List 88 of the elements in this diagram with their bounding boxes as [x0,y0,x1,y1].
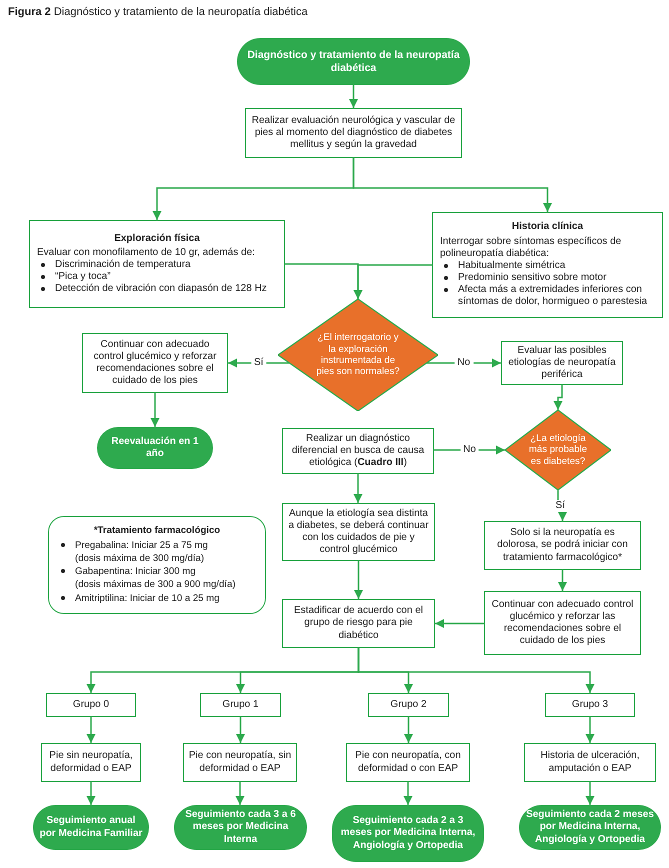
decision-diamond [278,299,438,411]
terminal-text: Reevaluación en 1 año [110,436,200,460]
box-heading: Exploración física [113,232,201,245]
box-text: Grupo 2 [390,698,427,712]
box-text: Pie sin neuropatía, deformidad o EAP [48,750,134,775]
box-heading: *Tratamiento farmacológico [92,525,222,537]
terminal-pill [237,38,470,85]
bullet-item: Pregabalina: Iniciar 25 a 75 mg [57,538,257,552]
arrow [586,717,594,743]
arrow [236,717,245,743]
box-text: Realizar un diagnóstico diferencial en busca de causa etiológica (Cuadro III) [290,432,426,470]
decision-text: ¿El interrogatorio y la exploración instrumentada de pies son normales? [315,332,401,378]
box-text: Pie con neuropatía, sin deformidad o EAP [188,750,292,775]
arrow [404,717,413,743]
box-heading: Historia clínica [510,221,584,234]
box-text: Grupo 1 [222,698,259,712]
arrow [558,570,567,591]
process-box [501,341,623,385]
process-box [524,743,656,782]
terminal-pill [519,805,661,850]
arrow [404,782,412,805]
bullet-item-continuation: (dosis máximas de 300 a 900 mg/día) [74,578,237,592]
process-box [245,108,462,158]
process-box [82,333,228,393]
info-box [432,212,663,318]
terminal-pill [332,805,484,862]
terminal-pill [97,427,213,469]
box-text: Continuar con adecuado control glucémico y reforzar las recomendaciones sobre el cuidado de los pies [490,598,634,648]
box-text: Grupo 3 [572,698,608,712]
info-box [29,220,285,308]
arrow [554,385,563,410]
arrow [358,648,594,693]
box-text: Evaluar las posibles etiologías de neuropatía periférica [507,344,617,382]
process-box [46,693,136,717]
bullet-item: Discriminación de temperatura [37,258,277,272]
bullet-item: Afecta más a extremidades inferiores con síntomas de dolor, hormigueo o parestesia [440,284,655,309]
arrow [586,782,594,805]
arrow [86,782,96,805]
terminal-text: Seguimiento cada 2 meses por Medicina Interna, Angiología y Ortopedia [525,809,655,846]
box-text: Aunque la etiología sea distinta a diabetes, se deberá continuar con los cuidados de pie y control glucémico [287,508,430,556]
box-text: Estadificar de acuerdo con el grupo de riesgo para pie diabético [293,605,424,642]
box-text: Interrogar sobre síntomas específicos de polineuropatía diabética: [440,236,622,260]
box-text: Solo si la neuropatía es dolorosa, se podrá iniciar con tratamiento farmacológico* [496,527,629,564]
figure-title: Figura 2 Diagnóstico y tratamiento de la neuropatía diabética [8,6,308,18]
bullet-item-continuation: (dosis máxima de 300 mg/día) [74,552,206,566]
terminal-text: Seguimiento anual por Medicina Familiar [39,815,143,840]
arrow [86,717,96,743]
bullet-item: Amitriptilina: Iniciar de 10 a 25 mg [57,592,257,605]
arrow [434,446,505,454]
box-text: Grupo 0 [72,698,110,712]
arrow [426,358,501,368]
terminal-pill [174,805,307,850]
bullet-item: Habitualmente simétrica [440,260,655,272]
process-box [282,428,434,474]
arrow [352,158,552,212]
process-box [368,693,449,717]
bullet-item: Detección de vibración con diapasón de 128 Hz [37,283,277,296]
process-box [200,693,281,717]
process-box [545,693,635,717]
process-box [282,599,435,648]
process-box [484,591,641,655]
terminal-pill [33,805,149,850]
arrow [150,393,160,427]
process-box [41,743,141,782]
box-text: Realizar evaluación neurológica y vascular de pies al momento del diagnóstico de diabetes mellitus y según la gravedad [250,114,456,152]
decision-text: ¿La etiología más probable es diabetes? [528,433,588,467]
process-box [183,743,297,782]
arrow [228,358,290,368]
arrow [236,782,244,805]
bullet-item: Gabapentina: Iniciar 300 mg [57,565,257,578]
box-text: Pie con neuropatía, con deformidad o con EAP [354,750,462,775]
terminal-text: Seguimiento cada 2 a 3 meses por Medicina Interna, Angiología y Ortopedia [340,815,476,852]
arrow [349,85,358,108]
arrow [354,561,363,599]
bullet-item: Predominio sensitivo sobre motor [440,272,655,284]
box-text: Evaluar con monofilamento de 10 gr, además de: [37,246,256,259]
process-box [346,743,470,782]
arrow [435,619,484,628]
decision-diamond [505,410,611,490]
box-text: Continuar con adecuado control glucémico y reforzar recomendaciones sobre el cuidado de los pies [92,338,218,388]
note-box [48,516,266,614]
box-text: Historia de ulceración, amputación o EAP [540,750,640,775]
arrow [354,474,362,503]
process-box [484,521,641,570]
terminal-text: Diagnóstico y tratamiento de la neuropatía diabética [246,48,461,74]
bullet-item: “Pica y toca” [37,271,277,284]
arrow [354,264,432,299]
terminal-text: Seguimiento cada 3 a 6 meses por Medicina Interna [184,809,297,846]
